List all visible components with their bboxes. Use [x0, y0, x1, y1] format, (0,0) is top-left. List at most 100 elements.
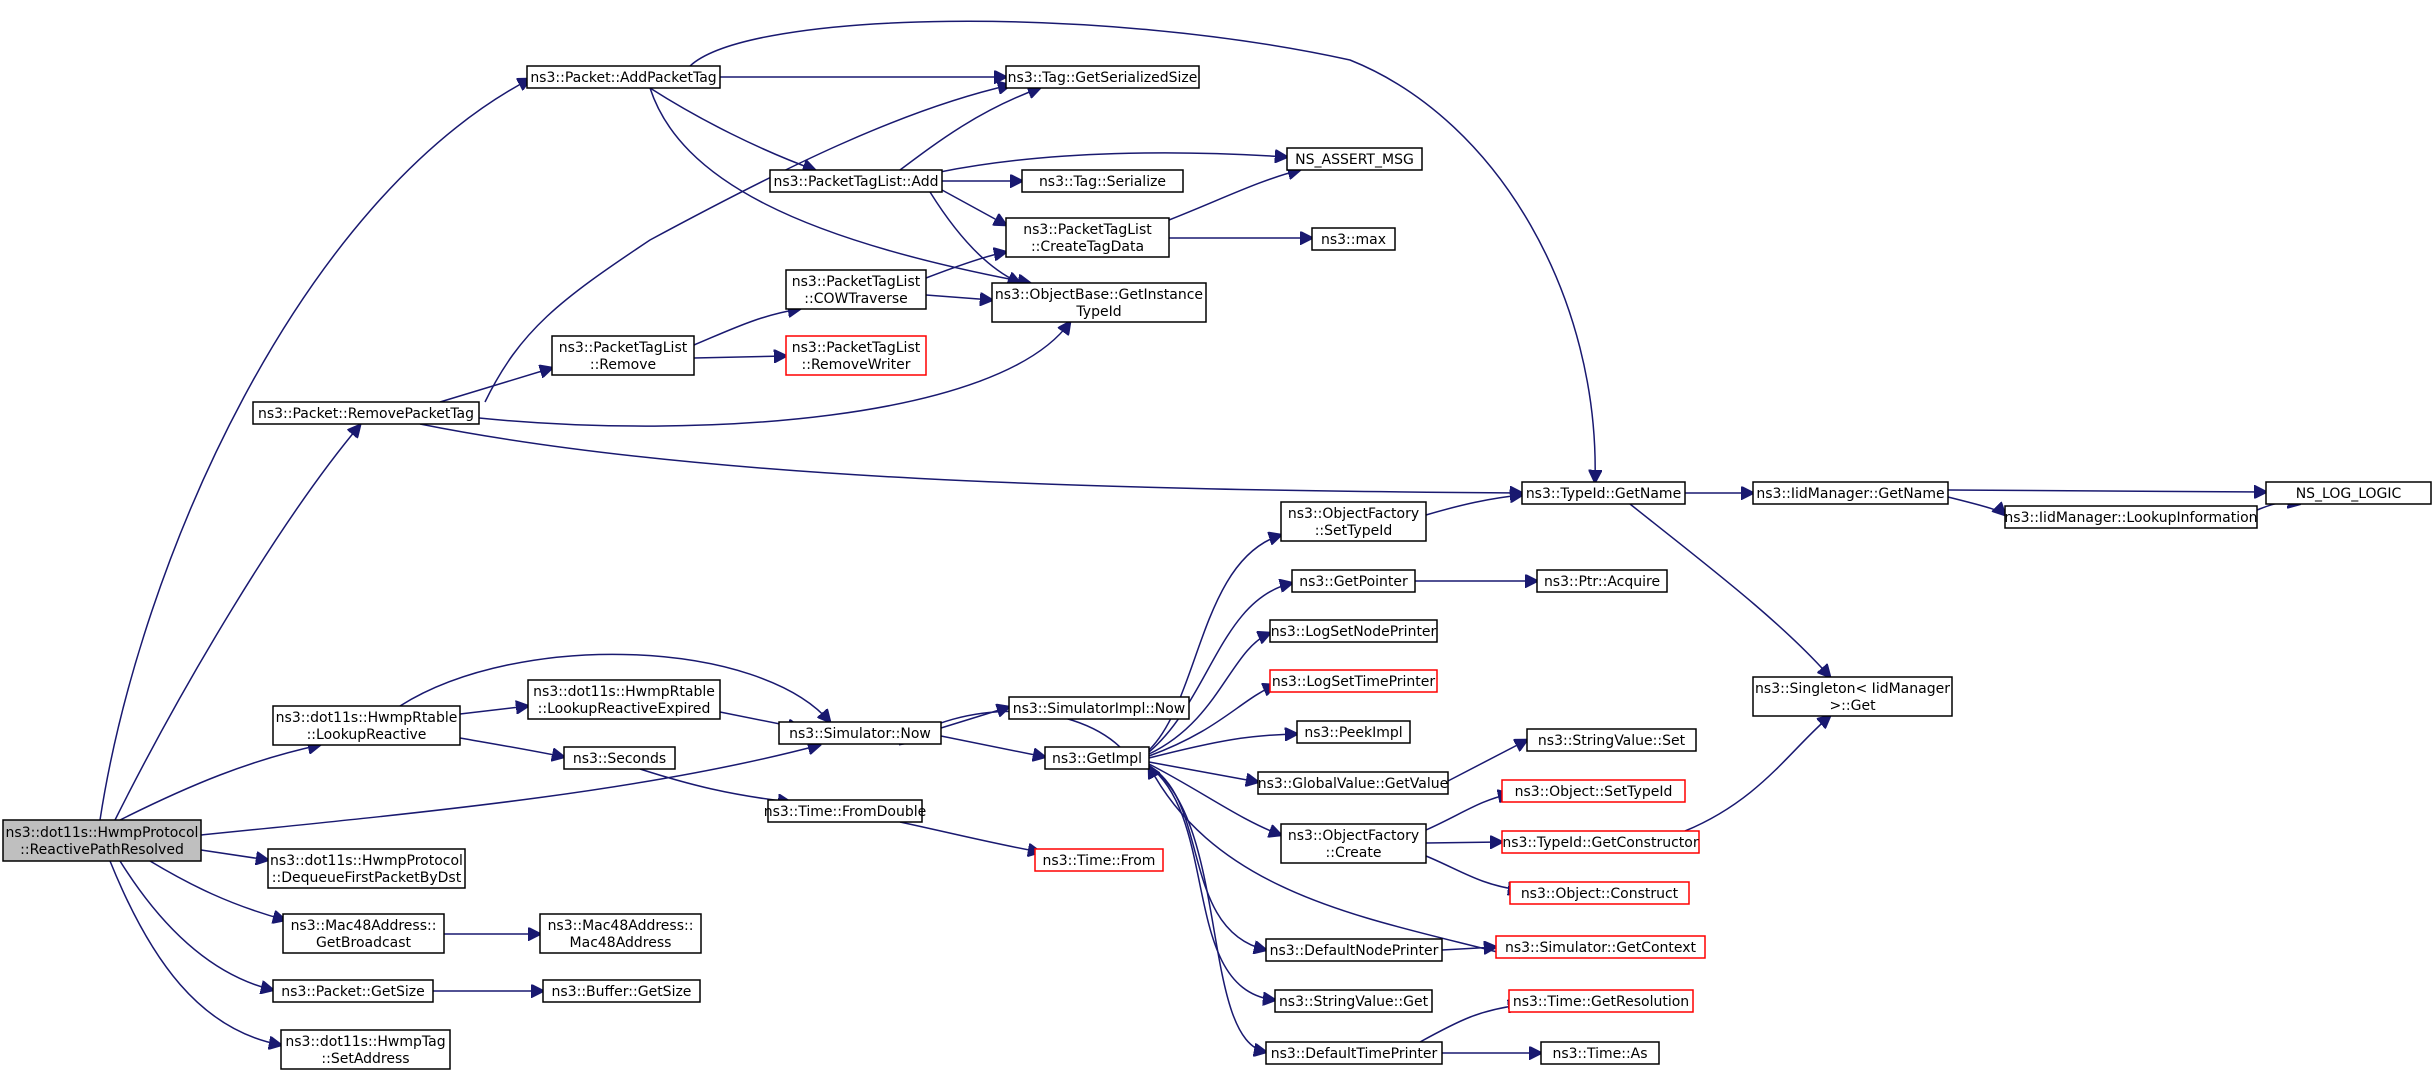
node-label: ns3::PacketTagList::Add	[773, 174, 938, 190]
node-box	[1752, 676, 1953, 717]
node-box	[1296, 720, 1411, 744]
node-getbroadcast[interactable]: ns3::Mac48Address::GetBroadcast	[282, 913, 445, 954]
node-getpointer[interactable]: ns3::GetPointer	[1291, 569, 1416, 593]
edge-getimpl-to-svget	[1148, 765, 1275, 1000]
node-label: ns3::SimulatorImpl::Now	[1013, 701, 1186, 717]
node-label: ns3::DefaultNodePrinter	[1270, 943, 1439, 959]
node-getsize[interactable]: ns3::Packet::GetSize	[272, 979, 434, 1003]
node-ptlremove[interactable]: ns3::PacketTagList::Remove	[551, 335, 695, 376]
node-logsettime[interactable]: ns3::LogSetTimePrinter	[1269, 669, 1438, 693]
node-label: ::RemoveWriter	[802, 357, 911, 373]
node-bufsize[interactable]: ns3::Buffer::GetSize	[542, 979, 701, 1003]
node-label: ns3::IidManager::LookupInformation	[2004, 510, 2257, 526]
node-simgetctx[interactable]: ns3::Simulator::GetContext	[1495, 935, 1706, 959]
node-gvgetvalue[interactable]: ns3::GlobalValue::GetValue	[1257, 771, 1449, 795]
node-ofsettype[interactable]: ns3::ObjectFactory::SetTypeId	[1280, 501, 1427, 542]
node-box	[1536, 569, 1668, 593]
node-label: TypeId	[1075, 304, 1121, 320]
edge-gvgetvalue-to-svset	[1447, 740, 1527, 782]
node-getres[interactable]: ns3::Time::GetResolution	[1508, 989, 1694, 1013]
node-box	[1280, 823, 1427, 864]
edge-iidgetname-to-iidlookup	[1947, 496, 2005, 515]
node-box	[551, 335, 695, 376]
node-label: ns3::ObjectFactory	[1288, 828, 1419, 844]
node-box	[526, 65, 721, 89]
node-ptladd[interactable]: ns3::PacketTagList::Add	[769, 169, 943, 193]
node-label: ns3::PacketTagList	[559, 340, 688, 356]
node-simnow[interactable]: ns3::Simulator::Now	[778, 721, 942, 745]
node-timeas[interactable]: ns3::Time::As	[1540, 1041, 1660, 1065]
node-box	[1526, 728, 1697, 752]
node-label: ns3::Object::SetTypeId	[1515, 784, 1673, 800]
node-getimpl[interactable]: ns3::GetImpl	[1044, 746, 1150, 770]
edge-getimpl-to-ofsettype	[1148, 535, 1281, 751]
node-singleton[interactable]: ns3::Singleton< IidManager>::Get	[1752, 676, 1953, 717]
node-box	[1540, 1041, 1660, 1065]
node-typename[interactable]: ns3::TypeId::GetName	[1521, 481, 1686, 505]
node-objsettype[interactable]: ns3::Object::SetTypeId	[1501, 779, 1686, 803]
node-label: ns3::Buffer::GetSize	[552, 984, 692, 1000]
node-box	[785, 335, 927, 376]
node-simimplnow[interactable]: ns3::SimulatorImpl::Now	[1008, 696, 1190, 720]
node-box	[1274, 989, 1433, 1013]
node-lookupreactive[interactable]: ns3::dot11s::HwmpRtable::LookupReactive	[272, 705, 461, 746]
edge-ptlremove-to-cowtraverse	[693, 309, 800, 346]
node-removetag[interactable]: ns3::Packet::RemovePacketTag	[252, 401, 480, 425]
node-seconds[interactable]: ns3::Seconds	[563, 746, 676, 770]
node-macctor[interactable]: ns3::Mac48Address::Mac48Address	[539, 913, 702, 954]
node-label: ::Create	[1326, 845, 1382, 861]
node-deftimeprinter[interactable]: ns3::DefaultTimePrinter	[1265, 1041, 1443, 1065]
node-label: ns3::DefaultTimePrinter	[1271, 1046, 1438, 1062]
edge-fromdouble-to-timefrom	[899, 821, 1040, 852]
node-defnodeprinter[interactable]: ns3::DefaultNodePrinter	[1265, 938, 1443, 962]
node-label: ns3::Packet::AddPacketTag	[530, 70, 716, 86]
edge-removetag-to-typename	[419, 423, 1522, 493]
edge-getimpl-to-logsettime	[1148, 685, 1275, 757]
node-tagser[interactable]: ns3::Tag::GetSerializedSize	[1005, 65, 1200, 89]
node-label: ns3::Simulator::GetContext	[1505, 940, 1697, 956]
node-svget[interactable]: ns3::StringValue::Get	[1274, 989, 1433, 1013]
edge-cowtraverse-to-createtagdata	[925, 252, 1006, 279]
node-ptracquire[interactable]: ns3::Ptr::Acquire	[1536, 569, 1668, 593]
node-max[interactable]: ns3::max	[1311, 227, 1396, 251]
node-setaddress[interactable]: ns3::dot11s::HwmpTag::SetAddress	[280, 1029, 451, 1070]
node-cowtraverse[interactable]: ns3::PacketTagList::COWTraverse	[785, 269, 927, 310]
node-timefrom[interactable]: ns3::Time::From	[1034, 848, 1164, 872]
node-logsetnode[interactable]: ns3::LogSetNodePrinter	[1269, 619, 1438, 643]
node-label: ns3::Tag::Serialize	[1039, 174, 1166, 190]
node-nslog[interactable]: NS_LOG_LOGIC	[2265, 481, 2432, 505]
node-label: ns3::ObjectBase::GetInstance	[995, 287, 1203, 303]
node-dequeue[interactable]: ns3::dot11s::HwmpProtocol::DequeueFirstP…	[267, 848, 466, 889]
node-iidlookup[interactable]: ns3::IidManager::LookupInformation	[2004, 505, 2258, 529]
node-peekimpl[interactable]: ns3::PeekImpl	[1296, 720, 1411, 744]
node-root[interactable]: ns3::dot11s::HwmpProtocol::ReactivePathR…	[2, 819, 202, 862]
node-lookupexpired[interactable]: ns3::dot11s::HwmpRtable::LookupReactiveE…	[527, 679, 721, 720]
node-objconstruct[interactable]: ns3::Object::Construct	[1509, 881, 1690, 905]
node-svset[interactable]: ns3::StringValue::Set	[1526, 728, 1697, 752]
node-label: ::SetAddress	[321, 1051, 409, 1067]
node-removewriter[interactable]: ns3::PacketTagList::RemoveWriter	[785, 335, 927, 376]
node-label: ns3::LogSetTimePrinter	[1272, 674, 1436, 690]
node-ofcreate[interactable]: ns3::ObjectFactory::Create	[1280, 823, 1427, 864]
node-label: ns3::dot11s::HwmpProtocol	[6, 825, 199, 841]
edge-addtag-to-typename	[689, 20, 1595, 482]
node-box	[563, 746, 676, 770]
node-fromdouble[interactable]: ns3::Time::FromDouble	[764, 799, 927, 823]
node-iidgetname[interactable]: ns3::IidManager::GetName	[1752, 481, 1949, 505]
node-getctor[interactable]: ns3::TypeId::GetConstructor	[1501, 830, 1700, 854]
node-label: ns3::dot11s::HwmpTag	[285, 1034, 445, 1050]
node-addtag[interactable]: ns3::Packet::AddPacketTag	[526, 65, 721, 89]
node-tagserialize[interactable]: ns3::Tag::Serialize	[1021, 169, 1184, 193]
node-assert[interactable]: NS_ASSERT_MSG	[1286, 147, 1423, 171]
edge-removetag-to-objbase	[478, 322, 1070, 427]
node-createtagdata[interactable]: ns3::PacketTagList::CreateTagData	[1005, 217, 1170, 258]
edge-addtag-to-ptladd	[649, 87, 815, 170]
node-box	[1291, 569, 1416, 593]
edge-iidgetname-to-nslog	[1947, 490, 2266, 492]
node-box	[272, 979, 434, 1003]
node-label: ns3::Time::From	[1043, 853, 1156, 869]
node-box	[1311, 227, 1396, 251]
edge-simnow-to-simimplnow	[940, 707, 1009, 729]
